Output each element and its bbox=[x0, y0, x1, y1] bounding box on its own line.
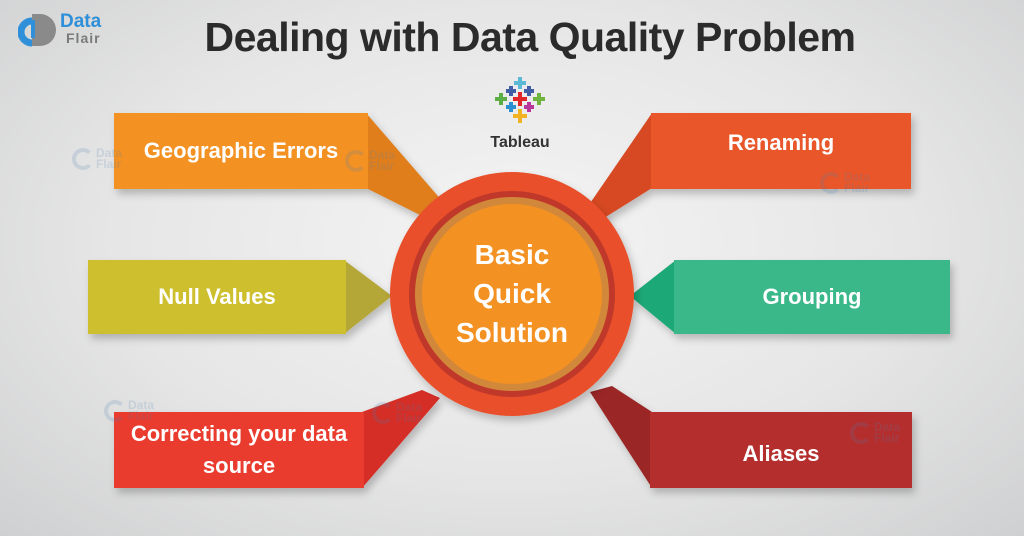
ribbon-renaming bbox=[584, 113, 911, 218]
label-grouping: Grouping bbox=[762, 284, 862, 309]
watermark-icon bbox=[850, 422, 872, 444]
watermark-icon bbox=[820, 172, 842, 194]
center-line-2: Quick bbox=[473, 277, 551, 309]
ribbon-grouping bbox=[630, 260, 950, 334]
logo-text-data: Data bbox=[60, 11, 102, 32]
label-renaming: Renaming bbox=[727, 130, 835, 155]
tableau-cross-logo-icon bbox=[495, 77, 545, 123]
label-correcting-data-source: Correcting your data source bbox=[130, 421, 348, 478]
page-title: Dealing with Data Quality Problem bbox=[204, 14, 856, 60]
watermark-icon bbox=[372, 402, 394, 424]
ribbon-null-values bbox=[88, 260, 392, 334]
label-geographic-errors: Geographic Errors bbox=[143, 138, 339, 163]
label-aliases: Aliases bbox=[742, 441, 820, 466]
watermark-icon bbox=[104, 400, 126, 422]
watermark-icon bbox=[72, 148, 94, 170]
ribbon-geographic-errors bbox=[114, 113, 450, 216]
watermark-icon bbox=[345, 150, 367, 172]
tableau-label: Tableau bbox=[490, 134, 550, 151]
center-line-3: Solution bbox=[456, 316, 568, 348]
center-label: Basic Quick Solution bbox=[432, 233, 592, 353]
center-line-1: Basic bbox=[474, 238, 550, 270]
tableau-logo: Tableau bbox=[470, 75, 570, 152]
dataflair-logo: Data Flair bbox=[17, 10, 118, 52]
center-circle bbox=[390, 172, 634, 416]
dataflair-logo-icon bbox=[17, 14, 56, 47]
label-null-values: Null Values bbox=[158, 284, 276, 309]
logo-text-flair: Flair bbox=[66, 30, 101, 46]
ribbon-correcting-data-source bbox=[114, 390, 440, 488]
